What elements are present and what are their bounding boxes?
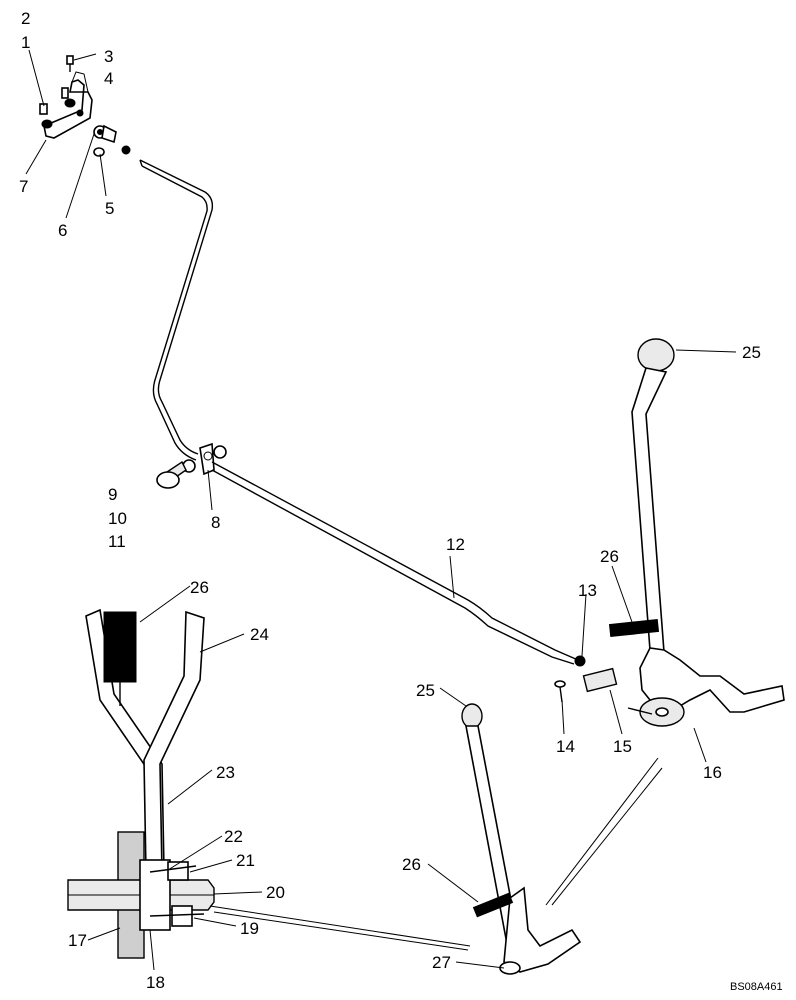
callout-24: 24 [250,625,269,644]
lower-rod [211,461,586,667]
callout-16: 16 [703,763,722,782]
callout-11: 11 [108,532,126,551]
callout-27: 27 [432,953,451,972]
callout-26-lower: 26 [402,855,421,874]
callout-21: 21 [236,851,255,870]
callout-9: 9 [108,485,117,504]
callout-12: 12 [446,535,465,554]
callout-13: 13 [578,581,597,600]
callout-18: 18 [146,973,165,992]
callout-17: 17 [68,931,87,950]
callout-14: 14 [556,737,575,756]
callout-22: 22 [224,827,243,846]
callout-15: 15 [613,737,632,756]
callout-19: 19 [240,919,259,938]
callout-25-upper: 25 [742,343,761,362]
callout-3: 3 [104,47,113,66]
callout-26-left: 26 [190,578,209,597]
callout-8: 8 [211,513,220,532]
callout-25-lower: 25 [416,681,435,700]
leader-lines [25,49,737,971]
middle-joint [156,442,227,489]
upper-bracket-assembly [39,55,131,157]
right-pedal-assembly [554,338,785,727]
callout-6: 6 [58,221,67,240]
callout-7: 7 [19,177,28,196]
callout-10: 10 [108,509,127,528]
callout-2: 2 [21,9,30,28]
callout-23: 23 [216,763,235,782]
callout-5: 5 [105,199,114,218]
lower-pedal-assembly [461,703,663,975]
callout-4: 4 [104,69,113,88]
callout-1: 1 [21,33,30,52]
callout-26-upper: 26 [600,547,619,566]
callout-labels: 2 1 3 4 7 5 6 9 10 11 8 12 25 26 13 14 1… [19,9,761,992]
callout-20: 20 [266,883,285,902]
reference-code: BS08A461 [730,981,783,993]
left-lever-assembly [67,608,471,959]
upper-rod [139,159,214,461]
